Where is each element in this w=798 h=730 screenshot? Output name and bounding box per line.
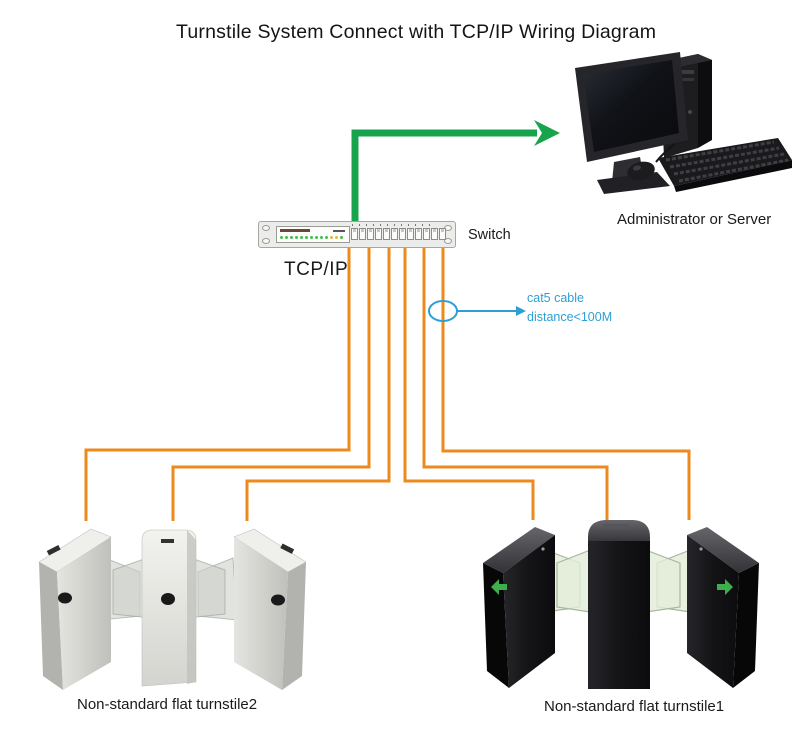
rj45-port xyxy=(367,228,374,240)
turnstile-group-left xyxy=(38,528,307,690)
reader-button xyxy=(161,593,175,605)
led-indicator xyxy=(305,236,308,239)
led-indicator xyxy=(340,236,343,239)
led-indicator xyxy=(280,236,283,239)
green-arrow-indicator-icon xyxy=(717,579,733,595)
server-label: Administrator or Server xyxy=(617,211,772,228)
led-indicator xyxy=(310,236,313,239)
cat5-cable-6 xyxy=(441,242,691,520)
led-indicator xyxy=(325,236,328,239)
rj45-port xyxy=(407,228,414,240)
cat5-callout xyxy=(428,300,526,322)
cat5-cable-group xyxy=(84,242,691,521)
led-indicator xyxy=(295,236,298,239)
cat5-cable-1 xyxy=(84,242,351,521)
led-indicator xyxy=(335,236,338,239)
led-indicator xyxy=(290,236,293,239)
switch-label: Switch xyxy=(468,227,511,243)
turnstile-cabinet xyxy=(141,529,197,687)
rj45-port xyxy=(383,228,390,240)
turnstile-cabinet xyxy=(687,527,759,688)
rj45-port xyxy=(391,228,398,240)
rack-screw-hole xyxy=(262,225,270,231)
keyboard xyxy=(658,138,792,192)
reader-button xyxy=(271,594,285,606)
rj45-port xyxy=(431,228,438,240)
tcpip-label: TCP/IP xyxy=(284,259,349,280)
tcpip-arrow-line xyxy=(351,129,537,243)
callout-arrowhead-icon xyxy=(516,306,526,316)
led-indicator xyxy=(315,236,318,239)
rj45-port xyxy=(375,228,382,240)
rj45-port xyxy=(423,228,430,240)
rj45-port xyxy=(439,228,446,240)
cat5-cable-note: cat5 cable xyxy=(527,291,584,305)
led-indicator xyxy=(320,236,323,239)
cat5-distance-note: distance<100M xyxy=(527,310,613,324)
green-arrow-indicator-icon xyxy=(491,579,507,595)
monitor xyxy=(575,52,688,194)
turnstile-right-label: Non-standard flat turnstile1 xyxy=(544,698,725,715)
turnstile-cabinet xyxy=(38,528,112,690)
switch-model-text xyxy=(280,229,310,232)
turnstile-cabinet xyxy=(233,528,307,690)
led-indicator xyxy=(330,236,333,239)
led-indicator xyxy=(285,236,288,239)
led-indicator xyxy=(300,236,303,239)
reader-button xyxy=(58,592,72,604)
rj45-port xyxy=(351,228,358,240)
turnstile-left-label: Non-standard flat turnstile2 xyxy=(77,696,258,713)
cat5-cable-5 xyxy=(422,242,609,520)
network-switch xyxy=(258,221,456,248)
port-number-ticks xyxy=(352,224,430,226)
rack-screw-hole xyxy=(262,238,270,244)
turnstile-cabinet xyxy=(483,527,555,688)
rack-screw-hole xyxy=(444,238,452,244)
turnstile-group-right xyxy=(483,520,759,689)
administrator-computer xyxy=(575,52,792,194)
turnstile-cabinet xyxy=(588,520,650,689)
cat5-cable-3 xyxy=(245,242,391,521)
cat5-cable-4 xyxy=(403,242,535,520)
rj45-port-row xyxy=(351,228,446,240)
switch-brand-text xyxy=(333,230,345,232)
rj45-port xyxy=(399,228,406,240)
led-indicator-row xyxy=(280,236,343,239)
cat5-cable-2 xyxy=(171,242,371,521)
page-title: Turnstile System Connect with TCP/IP Wir… xyxy=(176,21,657,43)
mouse xyxy=(627,143,676,181)
tcpip-arrowhead-icon xyxy=(534,120,560,146)
rj45-port xyxy=(415,228,422,240)
switch-label-panel xyxy=(276,226,350,243)
rj45-port xyxy=(359,228,366,240)
